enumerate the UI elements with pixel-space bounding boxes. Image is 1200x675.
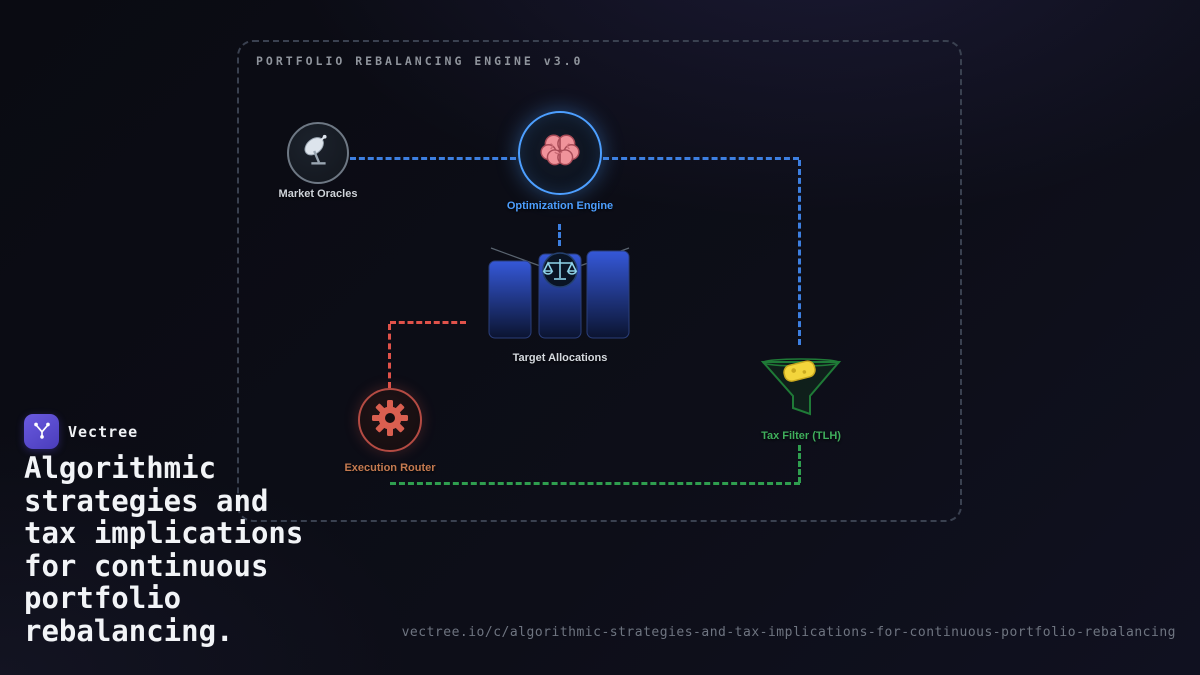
satellite-dish-icon	[299, 132, 337, 174]
node-optimization-engine	[518, 111, 602, 195]
diagram-title: PORTFOLIO REBALANCING ENGINE v3.0	[256, 54, 584, 68]
brand-name: Vectree	[68, 423, 139, 441]
headline-line: tax implications	[24, 516, 304, 550]
edge-taxfilter-down	[798, 445, 801, 483]
node-target-allocations	[487, 247, 633, 340]
headline-line: portfolio	[24, 581, 182, 615]
tree-branch-icon	[31, 419, 53, 445]
edge-router-to-allocations-horizontal	[390, 321, 466, 324]
edge-engine-to-taxfilter-vertical	[798, 160, 801, 345]
edge-oracles-to-engine	[350, 157, 516, 160]
diagram-frame	[237, 40, 962, 522]
label-tax-filter: Tax Filter (TLH)	[761, 430, 841, 442]
node-execution-router	[358, 388, 422, 452]
headline-line: Algorithmic	[24, 451, 217, 485]
vectree-logo	[24, 414, 59, 449]
label-execution-router: Execution Router	[344, 462, 436, 474]
label-optimization-engine: Optimization Engine	[506, 200, 614, 212]
headline-line: strategies and	[24, 483, 269, 518]
edge-taxfilter-to-router	[390, 482, 800, 485]
funnel-cheese-icon	[760, 358, 842, 424]
bar-chart-balance-icon	[487, 247, 633, 344]
edge-router-to-allocations-vertical	[388, 324, 391, 388]
label-market-oracles: Market Oracles	[278, 188, 358, 200]
edge-engine-to-taxfilter-horizontal	[603, 157, 799, 160]
headline-line: for continuous	[24, 548, 269, 583]
headline: Algorithmic strategies and tax implicati…	[24, 452, 394, 647]
gear-icon	[370, 398, 410, 442]
footer-url: vectree.io/c/algorithmic-strategies-and-…	[401, 625, 1176, 640]
brain-icon	[538, 129, 582, 177]
node-market-oracles	[287, 122, 349, 184]
node-tax-filter	[760, 358, 842, 420]
edge-engine-to-allocations	[558, 224, 561, 246]
label-target-allocations: Target Allocations	[512, 352, 608, 364]
headline-line: rebalancing.	[24, 613, 234, 648]
